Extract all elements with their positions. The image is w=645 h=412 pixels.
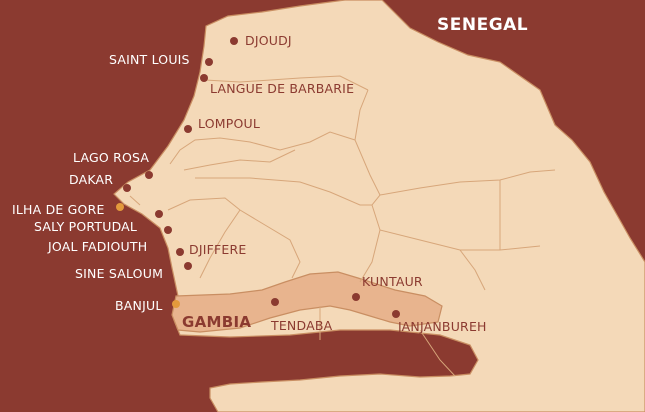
- marker-tendaba: [271, 298, 279, 306]
- label-lago-rosa: LAGO ROSA: [73, 150, 150, 165]
- marker-ilha-de-gore: [116, 203, 124, 211]
- marker-saly-portudal: [155, 210, 163, 218]
- label-banjul: BANJUL: [115, 298, 163, 313]
- label-sine-saloum: SINE SALOUM: [75, 266, 164, 281]
- country-label-senegal: SENEGAL: [437, 15, 529, 35]
- label-djoudj: DJOUDJ: [245, 33, 292, 48]
- country-label-gambia: GAMBIA: [182, 313, 252, 331]
- marker-djiffere: [176, 248, 184, 256]
- marker-lompoul: [184, 125, 192, 133]
- label-ilha-de-gore: ILHA DE GORE: [12, 202, 105, 217]
- label-saint-louis: SAINT LOUIS: [109, 52, 190, 67]
- label-lompoul: LOMPOUL: [198, 116, 261, 131]
- gambia-region: [171, 271, 443, 333]
- region-borders: [129, 75, 556, 377]
- marker-banjul: [172, 300, 180, 308]
- marker-djoudj: [230, 37, 238, 45]
- label-tendaba: TENDABA: [271, 318, 333, 333]
- label-dakar: DAKAR: [69, 172, 114, 187]
- marker-kuntaur: [352, 293, 360, 301]
- label-janjanbureh: JANJANBUREH: [398, 319, 487, 334]
- marker-janjanbureh: [392, 310, 400, 318]
- marker-lago-rosa: [145, 171, 153, 179]
- marker-saint-louis: [205, 58, 213, 66]
- marker-dakar: [123, 184, 131, 192]
- marker-joal-fadiouth: [164, 226, 172, 234]
- label-langue-de-barbarie: LANGUE DE BARBARIE: [210, 81, 355, 96]
- marker-langue-de-barbarie: [200, 74, 208, 82]
- label-joal-fadiouth: JOAL FADIOUTH: [48, 239, 148, 254]
- place-markers: [116, 37, 400, 318]
- label-kuntaur: KUNTAUR: [362, 274, 423, 289]
- label-djiffere: DJIFFERE: [189, 242, 247, 257]
- marker-sine-saloum: [184, 262, 192, 270]
- label-saly-portudal: SALY PORTUDAL: [34, 219, 138, 234]
